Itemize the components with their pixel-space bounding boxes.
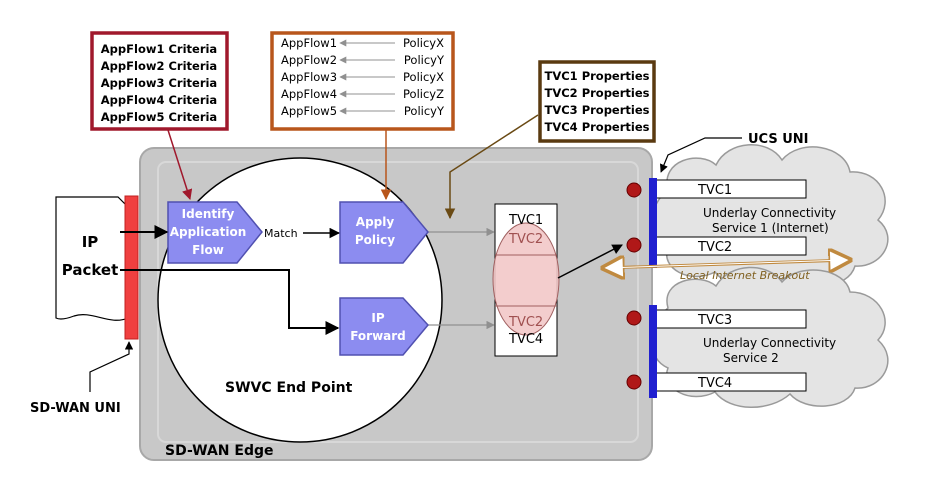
apply-policy-block — [339, 201, 429, 264]
port-tvc4 — [626, 374, 642, 390]
ip-packet-doc — [55, 196, 129, 321]
policy-flow-name: AppFlow2 — [281, 53, 337, 67]
policy-name: PolicyY — [404, 53, 445, 67]
identify-line1: Identify — [182, 207, 235, 221]
tvc-props-box — [538, 60, 656, 143]
policy-flow-name: AppFlow1 — [281, 36, 337, 50]
criteria-item: AppFlow1 Criteria — [101, 42, 217, 56]
sdwan-uni-label: SD-WAN UNI — [30, 401, 121, 416]
breakout-label: Local Internet Breakout — [680, 269, 810, 282]
policy-flow-name: AppFlow4 — [281, 87, 337, 101]
ip-forward-block — [339, 297, 429, 356]
tvc-props-item: TVC3 Properties — [545, 103, 650, 117]
cloud2-tvc3-label: TVC3 — [697, 313, 732, 328]
tvc-props-item: TVC2 Properties — [545, 86, 650, 100]
packet-to-forward-arrow — [120, 269, 340, 335]
criteria-item: AppFlow4 Criteria — [101, 93, 217, 107]
ucs-uni-label: UCS UNI — [748, 132, 809, 147]
identify-flow-block — [167, 201, 263, 264]
cloud2-title-line2: Service 2 — [723, 351, 779, 365]
policy-flow-name: AppFlow5 — [281, 104, 337, 118]
policy-box — [270, 31, 455, 131]
match-label: Match — [264, 227, 298, 240]
cloud2-title-line1: Underlay Connectivity — [703, 336, 836, 350]
tvc-col-tvc2-bottom: TVC2 — [508, 315, 543, 330]
tvc-props-item: TVC1 Properties — [545, 69, 650, 83]
ucs-uni-bar-2 — [649, 305, 657, 398]
tvc-to-port-arrow — [557, 244, 623, 279]
cloud1-title-line2: Service 1 (Internet) — [712, 221, 829, 235]
tvc-col-tvc2-top: TVC2 — [508, 232, 543, 247]
port-tvc3 — [626, 310, 642, 326]
policy-flow-name: AppFlow3 — [281, 70, 337, 84]
tvc-props-arrow — [444, 114, 539, 220]
cloud1-tvc2-label: TVC2 — [697, 240, 732, 255]
breakout-arrow-inner — [605, 259, 847, 269]
forward-line2: Forward — [350, 329, 406, 343]
ucs-uni-pointer — [659, 137, 742, 173]
policy-name: PolicyZ — [403, 87, 444, 101]
criteria-item: AppFlow3 Criteria — [101, 76, 217, 90]
port-tvc2 — [626, 237, 642, 253]
policy-name: PolicyX — [403, 36, 444, 50]
sdwan-uni-pointer — [89, 341, 134, 392]
criteria-item: AppFlow2 Criteria — [101, 59, 217, 73]
sdwan-edge-label: SD-WAN Edge — [165, 443, 274, 459]
ip-packet-line2: Packet — [62, 261, 119, 279]
tvc-col-tvc4: TVC4 — [508, 332, 543, 347]
cloud1-title-line1: Underlay Connectivity — [703, 206, 836, 220]
ip-packet-line1: IP — [82, 233, 99, 251]
sdwan-uni-bar — [124, 195, 139, 340]
tvc-col-tvc1: TVC1 — [508, 213, 543, 228]
cloud1-tvc1-label: TVC1 — [697, 183, 732, 198]
tvc-props-item: TVC4 Properties — [545, 120, 650, 134]
criteria-arrow — [167, 129, 193, 201]
tvc-selection-ellipse — [492, 222, 560, 336]
apply-line2: Policy — [355, 233, 395, 247]
swvc-endpoint-label: SWVC End Point — [225, 380, 353, 396]
criteria-box — [90, 31, 229, 131]
forward-line1: IP — [371, 311, 384, 325]
cloud2-tvc4-label: TVC4 — [697, 376, 732, 391]
port-tvc1 — [626, 182, 642, 198]
identify-line2: Application — [170, 225, 247, 239]
policy-name: PolicyX — [403, 70, 444, 84]
ucs-uni-bar-1 — [649, 178, 657, 268]
policy-name: PolicyY — [404, 104, 445, 118]
criteria-item: AppFlow5 Criteria — [101, 110, 217, 124]
apply-line1: Apply — [356, 215, 395, 229]
identify-line3: Flow — [192, 243, 224, 257]
